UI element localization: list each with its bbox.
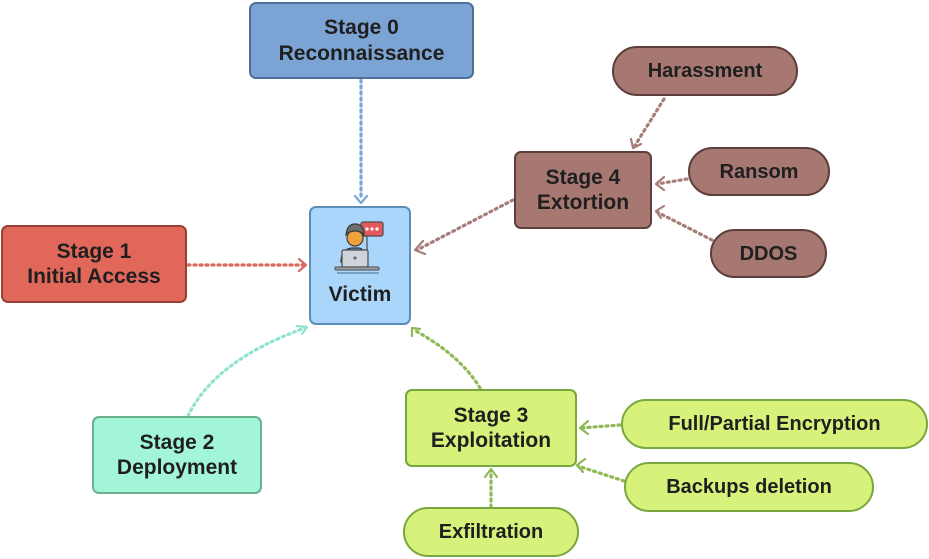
backups-deletion-pill: Backups deletion bbox=[624, 462, 874, 512]
ransom-pill: Ransom bbox=[688, 147, 830, 196]
hacker-at-laptop-icon bbox=[334, 221, 384, 274]
exfiltration-pill: Exfiltration bbox=[403, 507, 579, 557]
stage3-exploitation-box: Stage 3 Exploitation bbox=[405, 389, 577, 467]
arrowhead bbox=[578, 419, 590, 436]
ransom-label: Ransom bbox=[719, 160, 799, 183]
encryption-label: Full/Partial Encryption bbox=[668, 413, 881, 435]
arrowhead bbox=[410, 326, 422, 338]
stage2-name: Deployment bbox=[116, 456, 238, 479]
ddos-pill: DDOS bbox=[710, 229, 827, 278]
stage1-initial-access-box: Stage 1 Initial Access bbox=[1, 225, 187, 303]
link-stage2-victim bbox=[186, 326, 307, 418]
encryption-pill: Full/Partial Encryption bbox=[621, 399, 928, 449]
link-encryption-stage3 bbox=[578, 423, 622, 430]
arrowhead bbox=[629, 137, 643, 150]
arrowhead bbox=[654, 204, 666, 220]
arrowhead bbox=[413, 239, 427, 256]
exfiltration-label: Exfiltration bbox=[438, 521, 544, 543]
link-ransom-stage4 bbox=[655, 177, 689, 186]
harassment-pill: Harassment bbox=[612, 46, 798, 96]
link-stage3-victim bbox=[412, 328, 482, 390]
link-ddos-stage4 bbox=[655, 210, 714, 242]
stage3-title: Stage 3 bbox=[453, 403, 529, 427]
stage2-title: Stage 2 bbox=[139, 430, 215, 454]
stage3-name: Exploitation bbox=[430, 429, 552, 452]
arrowhead bbox=[575, 457, 587, 474]
stage4-extortion-box: Stage 4 Extortion bbox=[514, 151, 652, 229]
stage4-title: Stage 4 bbox=[545, 165, 621, 189]
arrowhead bbox=[295, 324, 309, 336]
link-stage4-victim bbox=[415, 198, 515, 252]
harassment-label: Harassment bbox=[647, 60, 763, 82]
victim-label: Victim bbox=[328, 283, 392, 306]
arrowhead bbox=[297, 257, 308, 273]
arrowhead bbox=[353, 194, 369, 205]
stage0-reconnaissance-box: Stage 0 Reconnaissance bbox=[249, 2, 474, 79]
victim-box: Victim bbox=[309, 206, 411, 325]
stage4-name: Extortion bbox=[536, 191, 630, 214]
link-backups-stage3 bbox=[576, 464, 626, 483]
backups-deletion-label: Backups deletion bbox=[666, 476, 832, 498]
link-harassment-stage4 bbox=[632, 97, 666, 149]
stage1-name: Initial Access bbox=[27, 265, 161, 288]
arrowhead bbox=[483, 467, 499, 479]
stage0-name: Reconnaissance bbox=[278, 41, 445, 65]
stage2-deployment-box: Stage 2 Deployment bbox=[92, 416, 262, 494]
ddos-label: DDOS bbox=[739, 242, 798, 265]
arrowhead bbox=[654, 175, 666, 192]
stage0-title: Stage 0 bbox=[324, 16, 399, 40]
stage1-title: Stage 1 bbox=[56, 239, 132, 263]
